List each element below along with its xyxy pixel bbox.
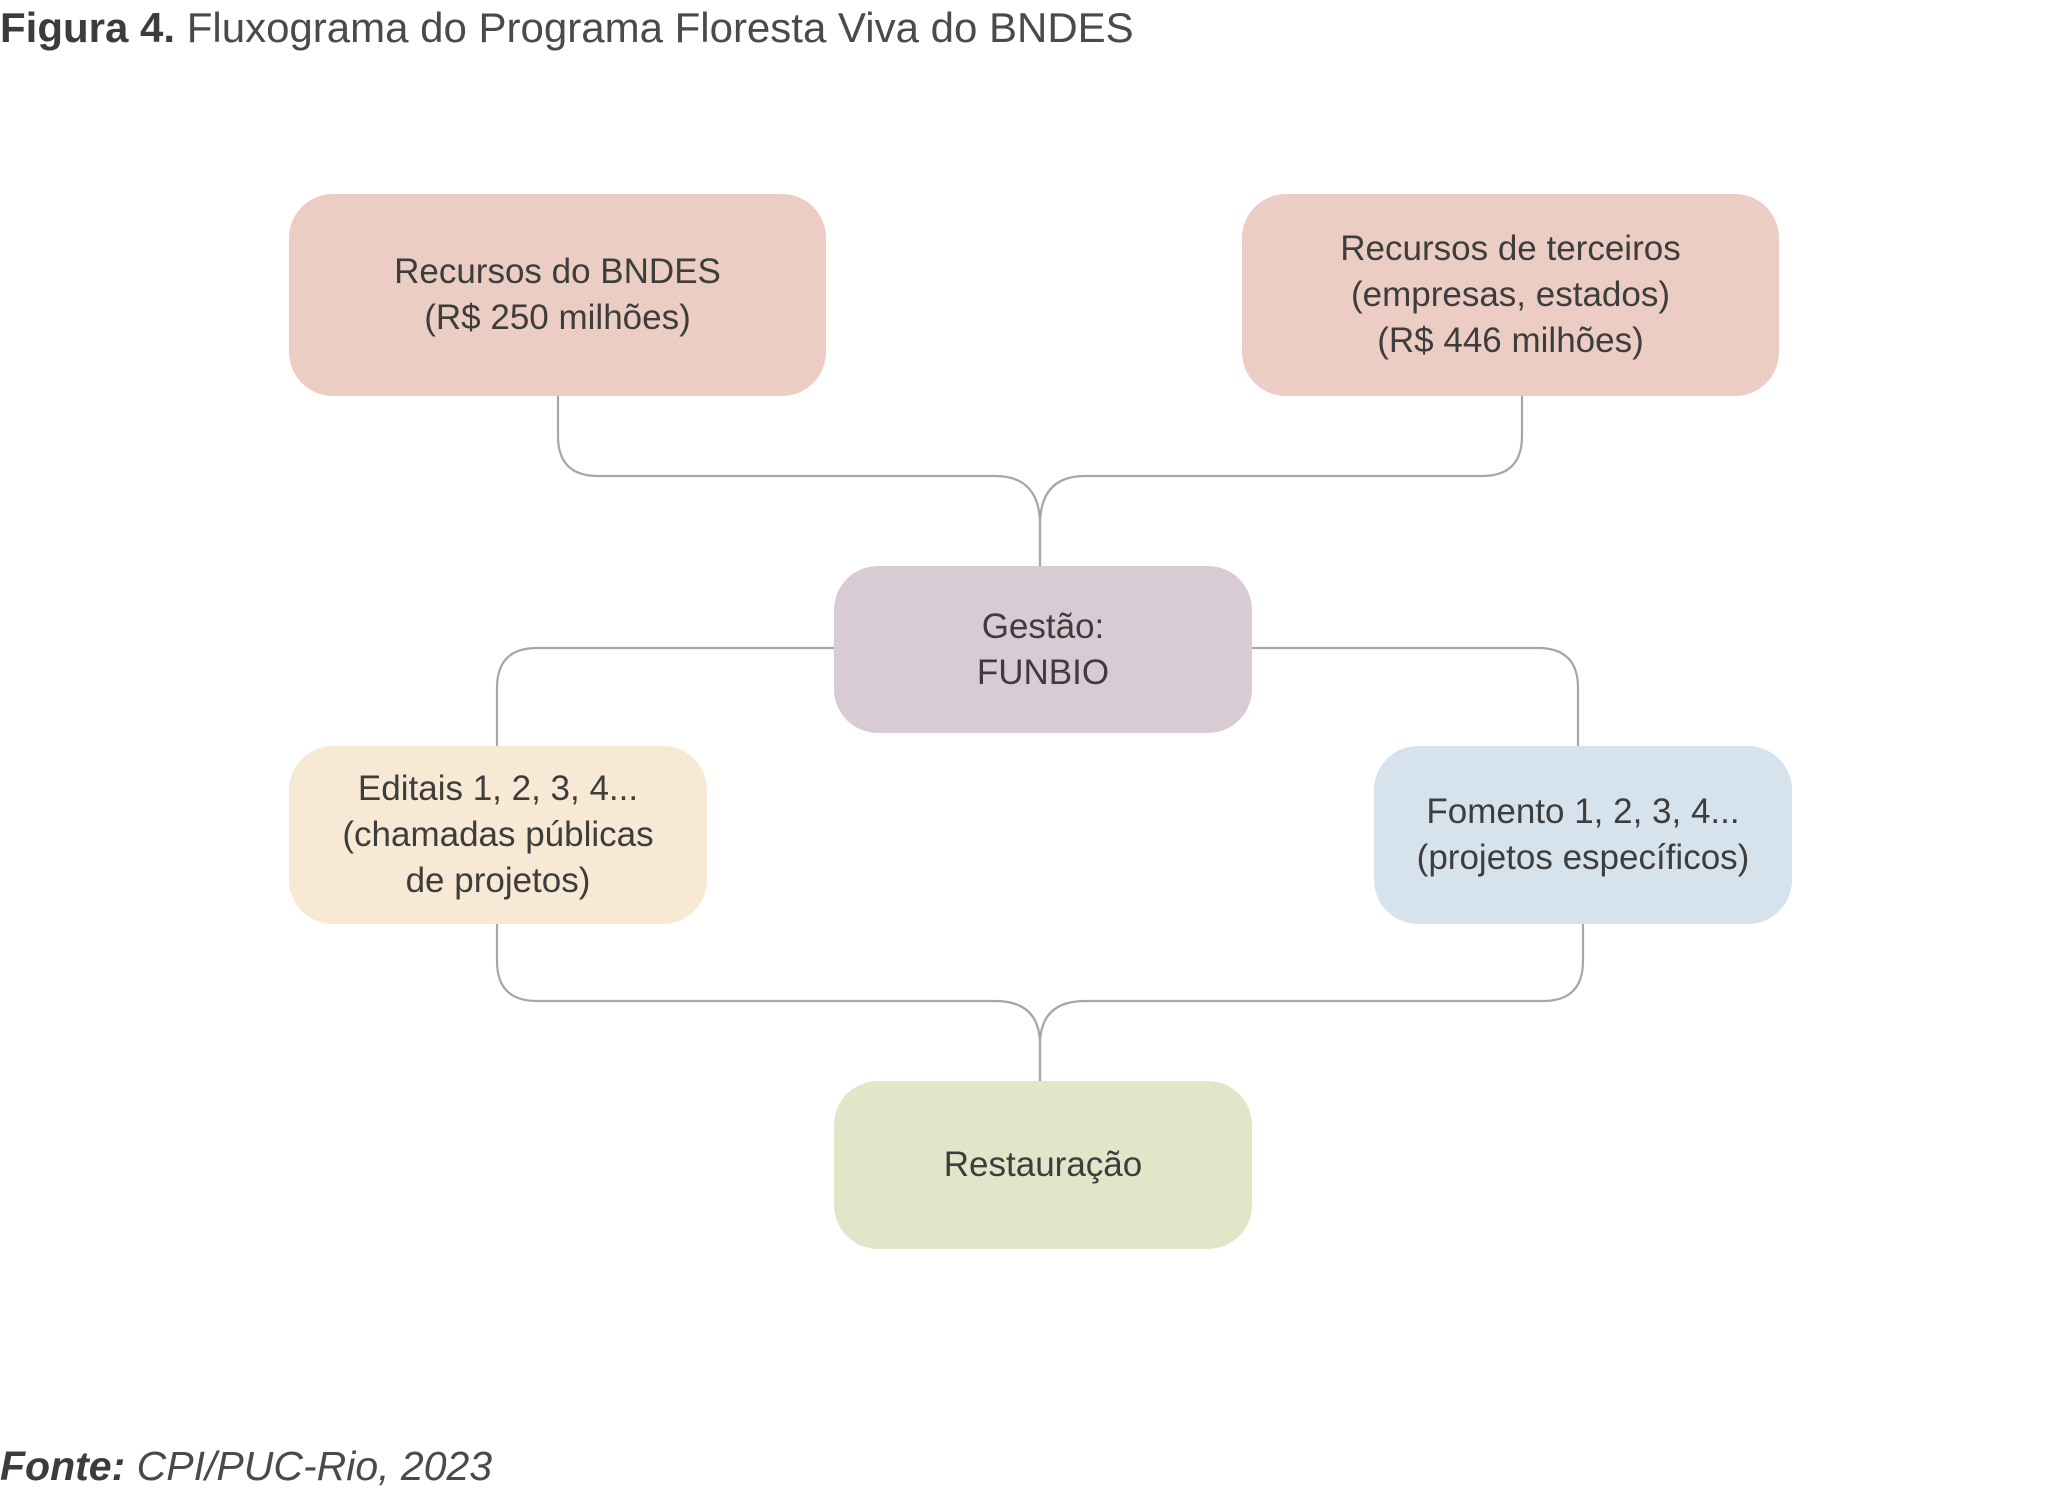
node-recursos-bndes-line: (R$ 250 milhões) [424, 298, 691, 337]
connector-terceiros-to-gestao [1038, 396, 1524, 566]
node-restauracao-line: Restauração [943, 1145, 1143, 1184]
connector-editais-to-restauracao [495, 924, 1042, 1081]
source-label: Fonte: [0, 1443, 126, 1489]
node-editais-line: (chamadas públicas [342, 815, 654, 854]
node-restauracao: Restauração [834, 1081, 1252, 1249]
node-fomento: Fomento 1, 2, 3, 4... (projetos específi… [1374, 746, 1792, 924]
node-recursos-bndes-line: Recursos do BNDES [394, 252, 721, 291]
node-editais-line: Editais 1, 2, 3, 4... [357, 769, 639, 808]
node-recursos-terceiros: Recursos de terceiros (empresas, estados… [1242, 194, 1779, 396]
connector-gestao-to-fomento [1252, 646, 1580, 746]
figure-title-text: Fluxograma do Programa Floresta Viva do … [186, 4, 1134, 51]
connector-fomento-to-restauracao [1038, 924, 1585, 1081]
node-recursos-terceiros-line: (R$ 446 milhões) [1377, 321, 1644, 360]
figure-label: Figura 4. [0, 4, 176, 51]
figure-source: Fonte: CPI/PUC-Rio, 2023 [0, 1440, 492, 1492]
connector-gestao-to-editais [495, 646, 834, 746]
node-fomento-line: Fomento 1, 2, 3, 4... [1426, 792, 1740, 831]
node-fomento-line: (projetos específicos) [1416, 838, 1750, 877]
node-gestao-funbio: Gestão: FUNBIO [834, 566, 1252, 733]
connector-bndes-to-gestao [556, 396, 1042, 566]
node-recursos-terceiros-line: (empresas, estados) [1350, 275, 1671, 314]
node-editais: Editais 1, 2, 3, 4... (chamadas públicas… [289, 746, 707, 924]
node-gestao-line: Gestão: [981, 606, 1105, 646]
node-recursos-terceiros-line: Recursos de terceiros [1340, 229, 1681, 268]
node-editais-line: de projetos) [405, 861, 591, 900]
source-text: CPI/PUC-Rio, 2023 [125, 1443, 493, 1489]
node-recursos-bndes: Recursos do BNDES (R$ 250 milhões) [289, 194, 826, 396]
node-gestao-line: FUNBIO [976, 652, 1110, 692]
figure-title: Figura 4. Fluxograma do Programa Florest… [0, 2, 1134, 54]
